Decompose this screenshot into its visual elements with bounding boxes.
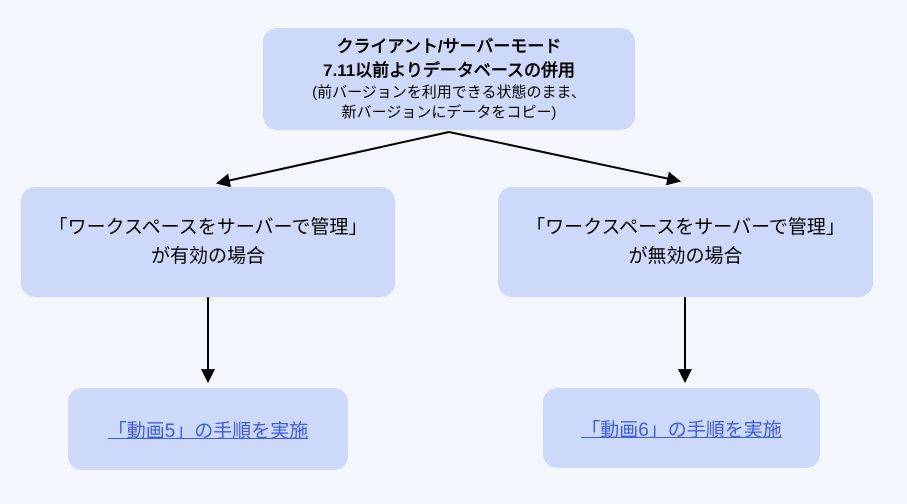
branch-node-workspace-disabled: 「ワークスペースをサーバーで管理」 が無効の場合 — [498, 187, 873, 297]
root-title-line1: クライアント/サーバーモード — [336, 36, 562, 56]
branch-left-line2: が有効の場合 — [150, 246, 265, 267]
branch-node-workspace-enabled: 「ワークスペースをサーバーで管理」 が有効の場合 — [21, 187, 395, 297]
action-node-video5: 「動画5」の手順を実施 — [68, 388, 348, 470]
video5-procedure-link[interactable]: 「動画5」の手順を実施 — [107, 420, 309, 442]
root-node: クライアント/サーバーモード 7.11以前よりデータベースの併用 (前バージョン… — [263, 28, 635, 130]
arrow-root-to-left-branch — [215, 131, 450, 188]
root-note-line2: 新バージョンにデータをコピー) — [341, 103, 557, 121]
video6-procedure-link[interactable]: 「動画6」の手順を実施 — [581, 419, 782, 441]
root-note-line1: (前バージョンを利用できる状態のまま、 — [312, 83, 586, 101]
branch-left-line1: 「ワークスペースをサーバーで管理」 — [48, 216, 368, 238]
root-title-line2: 7.11以前よりデータベースの併用 — [323, 60, 575, 80]
arrow-root-to-right-branch — [448, 131, 682, 186]
action-node-video6: 「動画6」の手順を実施 — [543, 388, 820, 468]
branch-right-line2: が無効の場合 — [628, 246, 743, 267]
branch-right-line1: 「ワークスペースをサーバーで管理」 — [526, 216, 845, 238]
